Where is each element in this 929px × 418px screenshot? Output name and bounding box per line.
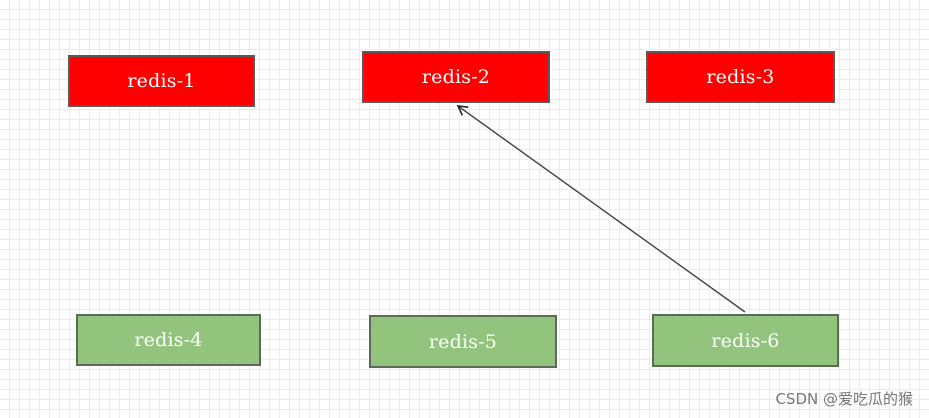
node-redis-2[interactable]: redis-2	[362, 51, 550, 103]
node-label: redis-2	[421, 66, 491, 88]
node-redis-4[interactable]: redis-4	[76, 314, 261, 366]
node-label: redis-3	[706, 66, 775, 88]
node-label: redis-4	[134, 329, 203, 351]
node-redis-6[interactable]: redis-6	[652, 314, 839, 367]
node-redis-5[interactable]: redis-5	[369, 315, 557, 368]
watermark: CSDN @爱吃瓜的猴	[775, 390, 913, 408]
node-label: redis-6	[711, 329, 780, 352]
node-redis-3[interactable]: redis-3	[646, 51, 835, 103]
node-label: redis-5	[428, 330, 498, 353]
node-label: redis-1	[127, 70, 196, 92]
edge-redis-6-to-redis-2[interactable]	[456, 105, 746, 313]
node-redis-1[interactable]: redis-1	[68, 55, 255, 107]
